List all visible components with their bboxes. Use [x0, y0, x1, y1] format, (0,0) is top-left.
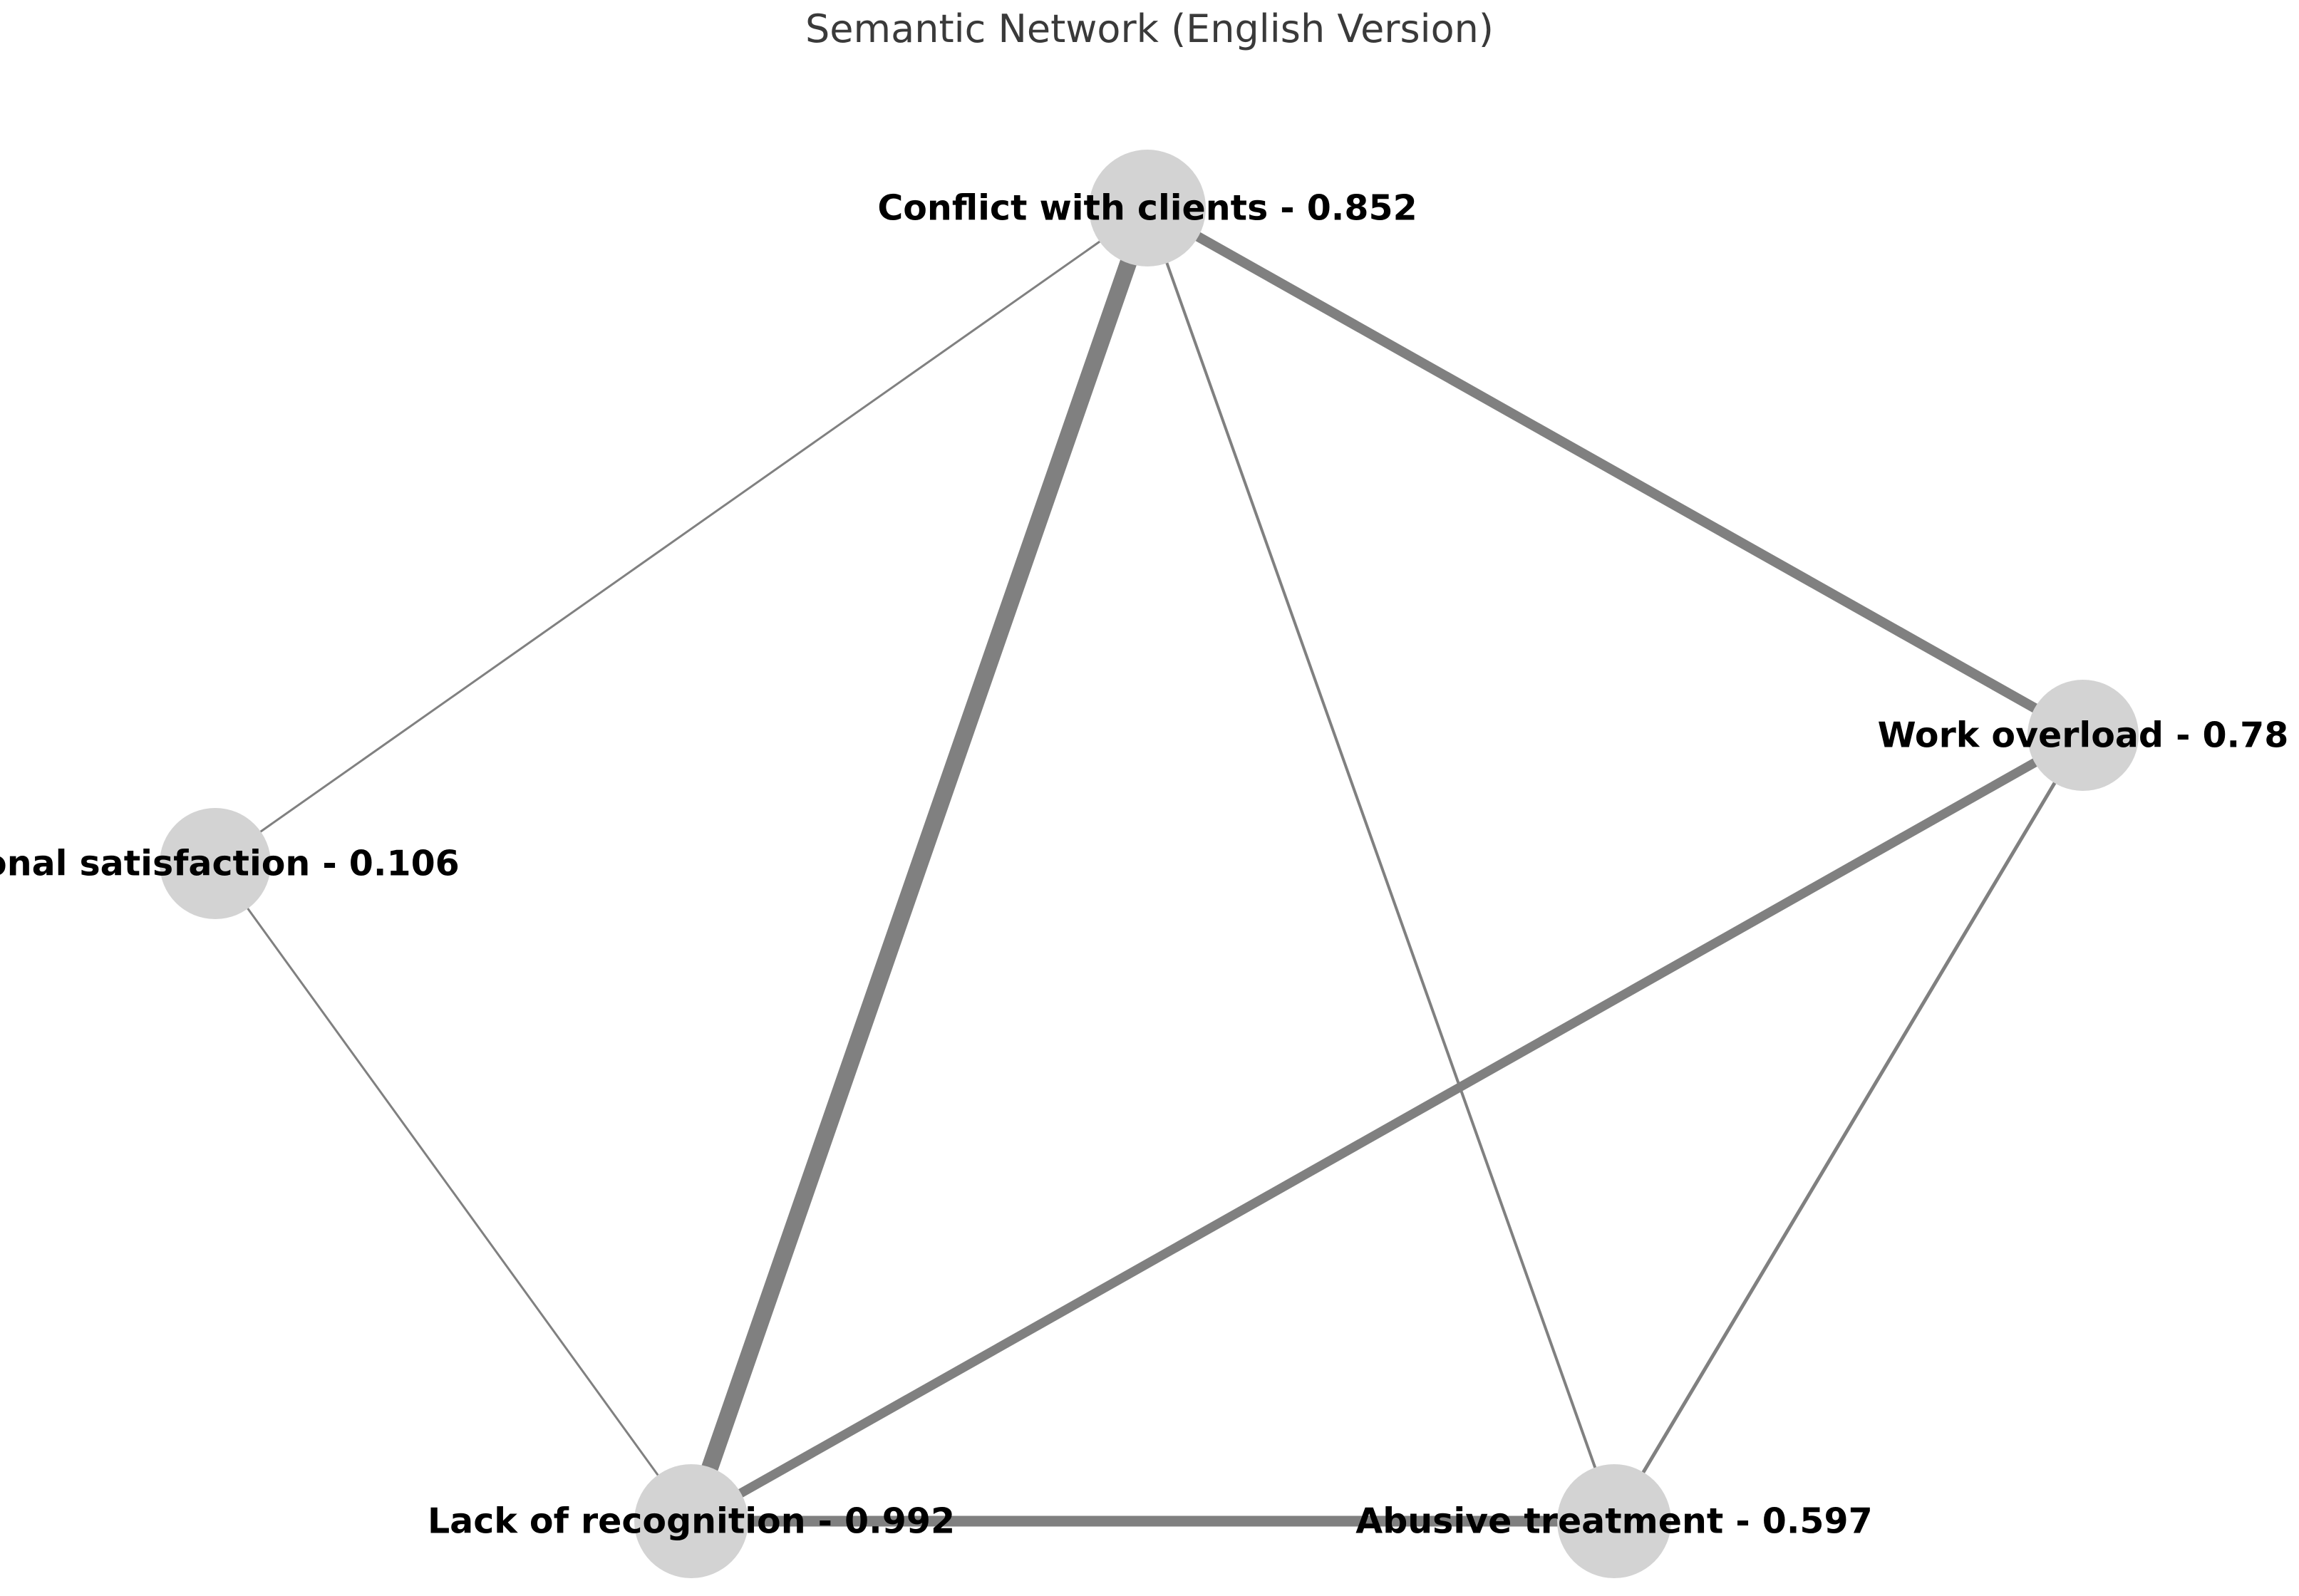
edge-conflict-to-work_overload: [1145, 203, 2086, 740]
edges-layer: [214, 203, 2086, 1527]
page-title: Semantic Network (English Version): [805, 6, 1494, 51]
node-professional_satisfaction[interactable]: [160, 808, 271, 919]
node-conflict[interactable]: [1089, 150, 1206, 266]
edge-professional_satisfaction-to-lack_recognition: [214, 863, 693, 1522]
nodes-layer: [160, 150, 2139, 1578]
edge-conflict-to-lack_recognition: [683, 205, 1156, 1524]
node-lack_recognition[interactable]: [634, 1464, 748, 1578]
edge-lack_recognition-to-work_overload: [688, 731, 2086, 1525]
edge-conflict-to-abusive_treatment: [1146, 207, 1616, 1522]
node-work_overload[interactable]: [2027, 680, 2139, 791]
node-abusive_treatment[interactable]: [1557, 1464, 1671, 1578]
edge-work_overload-to-abusive_treatment: [1612, 734, 2085, 1523]
edge-conflict-to-professional_satisfaction: [215, 207, 1148, 865]
